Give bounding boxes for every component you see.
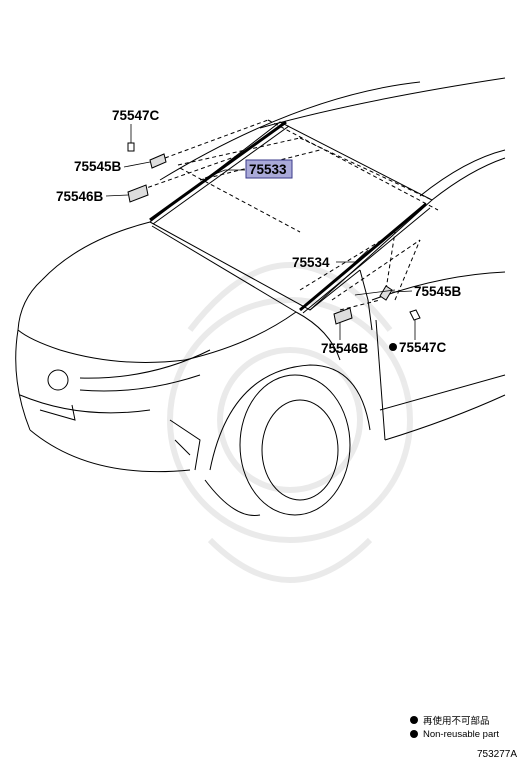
legend-row-en: Non-reusable part	[410, 727, 499, 741]
clip-75545b-right	[379, 285, 393, 301]
leader-lines	[105, 124, 416, 340]
clip-75547c-top	[127, 138, 135, 152]
label-75546b-bottom: 75546B	[321, 341, 369, 356]
label-75534: 75534	[292, 255, 330, 270]
label-75547c-bottom: 75547C	[399, 340, 447, 355]
molding-75534	[299, 202, 431, 314]
clip-75546b-bottom	[333, 307, 353, 325]
label-75533-highlight	[245, 159, 293, 179]
label-75545b-right: 75545B	[414, 284, 462, 299]
legend-dot-icon	[410, 730, 418, 738]
label-75547c-top: 75547C	[112, 108, 160, 123]
diagram-code: 753277A	[476, 749, 517, 760]
car-outline	[15, 77, 506, 517]
legend-text-en: Non-reusable part	[423, 728, 500, 740]
clip-75547c-bottom	[409, 309, 421, 321]
label-75533: 75533	[249, 162, 287, 177]
clip-75546b-top	[127, 184, 149, 203]
watermark	[167, 262, 413, 583]
clip-75545b-top	[149, 153, 167, 169]
part-labels: 75547C 75545B 75533 75546B 75534 75545B …	[56, 108, 462, 356]
dashed-guides	[134, 119, 439, 311]
legend-row-jp: 再使用不可部品	[410, 713, 499, 727]
legend: 再使用不可部品 Non-reusable part	[410, 713, 499, 741]
non-reusable-dot	[389, 343, 397, 351]
legend-text-jp: 再使用不可部品	[423, 716, 490, 727]
label-75546b-top: 75546B	[56, 189, 104, 204]
legend-dot-icon	[410, 716, 418, 724]
label-75545b-top: 75545B	[74, 159, 122, 174]
